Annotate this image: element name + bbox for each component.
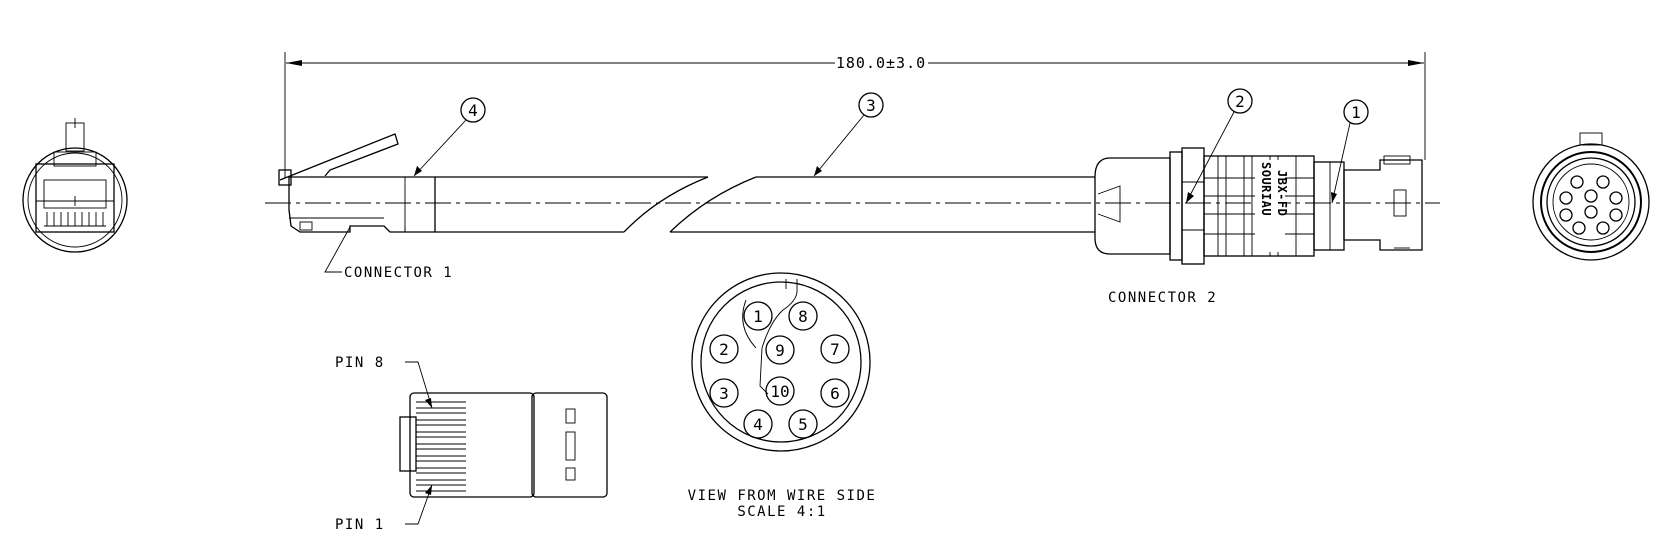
view-scale: SCALE 4:1 <box>737 504 826 520</box>
svg-text:6: 6 <box>830 384 840 403</box>
pin-8: 8 <box>788 301 818 331</box>
overall-length-dimension: 180.0±3.0 <box>284 52 1426 178</box>
svg-text:4: 4 <box>753 415 763 434</box>
connector-2-part-marking: JBX-FD <box>1275 170 1289 216</box>
svg-text:4: 4 <box>468 101 478 120</box>
connector-1-label: CONNECTOR 1 <box>344 265 453 281</box>
svg-text:1: 1 <box>1351 103 1361 122</box>
cable-body <box>435 176 1095 233</box>
svg-text:7: 7 <box>830 340 840 359</box>
svg-text:10: 10 <box>770 382 789 401</box>
receptacle-pinout-view <box>691 272 871 452</box>
pin-1: 1 <box>743 301 773 331</box>
connector-2-end-view <box>1532 132 1650 261</box>
pin-8-label: PIN 8 <box>335 355 385 371</box>
connector-2-brand-marking: SOURIAU <box>1259 162 1273 216</box>
balloon-4: 4 <box>413 97 486 177</box>
pin-2: 2 <box>709 334 739 364</box>
pin-9: 9 <box>765 335 795 365</box>
svg-text:5: 5 <box>798 415 808 434</box>
pin-4: 4 <box>743 409 773 439</box>
pin-7: 7 <box>820 334 850 364</box>
svg-text:2: 2 <box>1235 92 1245 111</box>
connector-2-label: CONNECTOR 2 <box>1108 290 1217 306</box>
svg-text:9: 9 <box>775 341 785 360</box>
pin-3: 3 <box>709 378 739 408</box>
pin-5: 5 <box>788 409 818 439</box>
balloon-3: 3 <box>813 92 884 177</box>
balloon-2: 2 <box>1185 88 1253 204</box>
pin-1-label: PIN 1 <box>335 517 385 533</box>
overall-length-label: 180.0±3.0 <box>836 54 926 72</box>
svg-text:2: 2 <box>719 340 729 359</box>
connector-2-side-view: SOURIAU JBX-FD <box>1094 147 1423 265</box>
rj45-pin-detail <box>399 361 608 525</box>
svg-text:8: 8 <box>798 307 808 326</box>
svg-text:1: 1 <box>753 307 763 326</box>
pin-10: 10 <box>765 376 795 406</box>
connector-1-end-view <box>22 118 128 253</box>
svg-text:3: 3 <box>866 96 876 115</box>
balloon-1: 1 <box>1331 99 1369 204</box>
pin-6: 6 <box>820 378 850 408</box>
view-title: VIEW FROM WIRE SIDE <box>688 488 877 504</box>
connector-1-side-view <box>278 133 436 273</box>
svg-text:3: 3 <box>719 384 729 403</box>
